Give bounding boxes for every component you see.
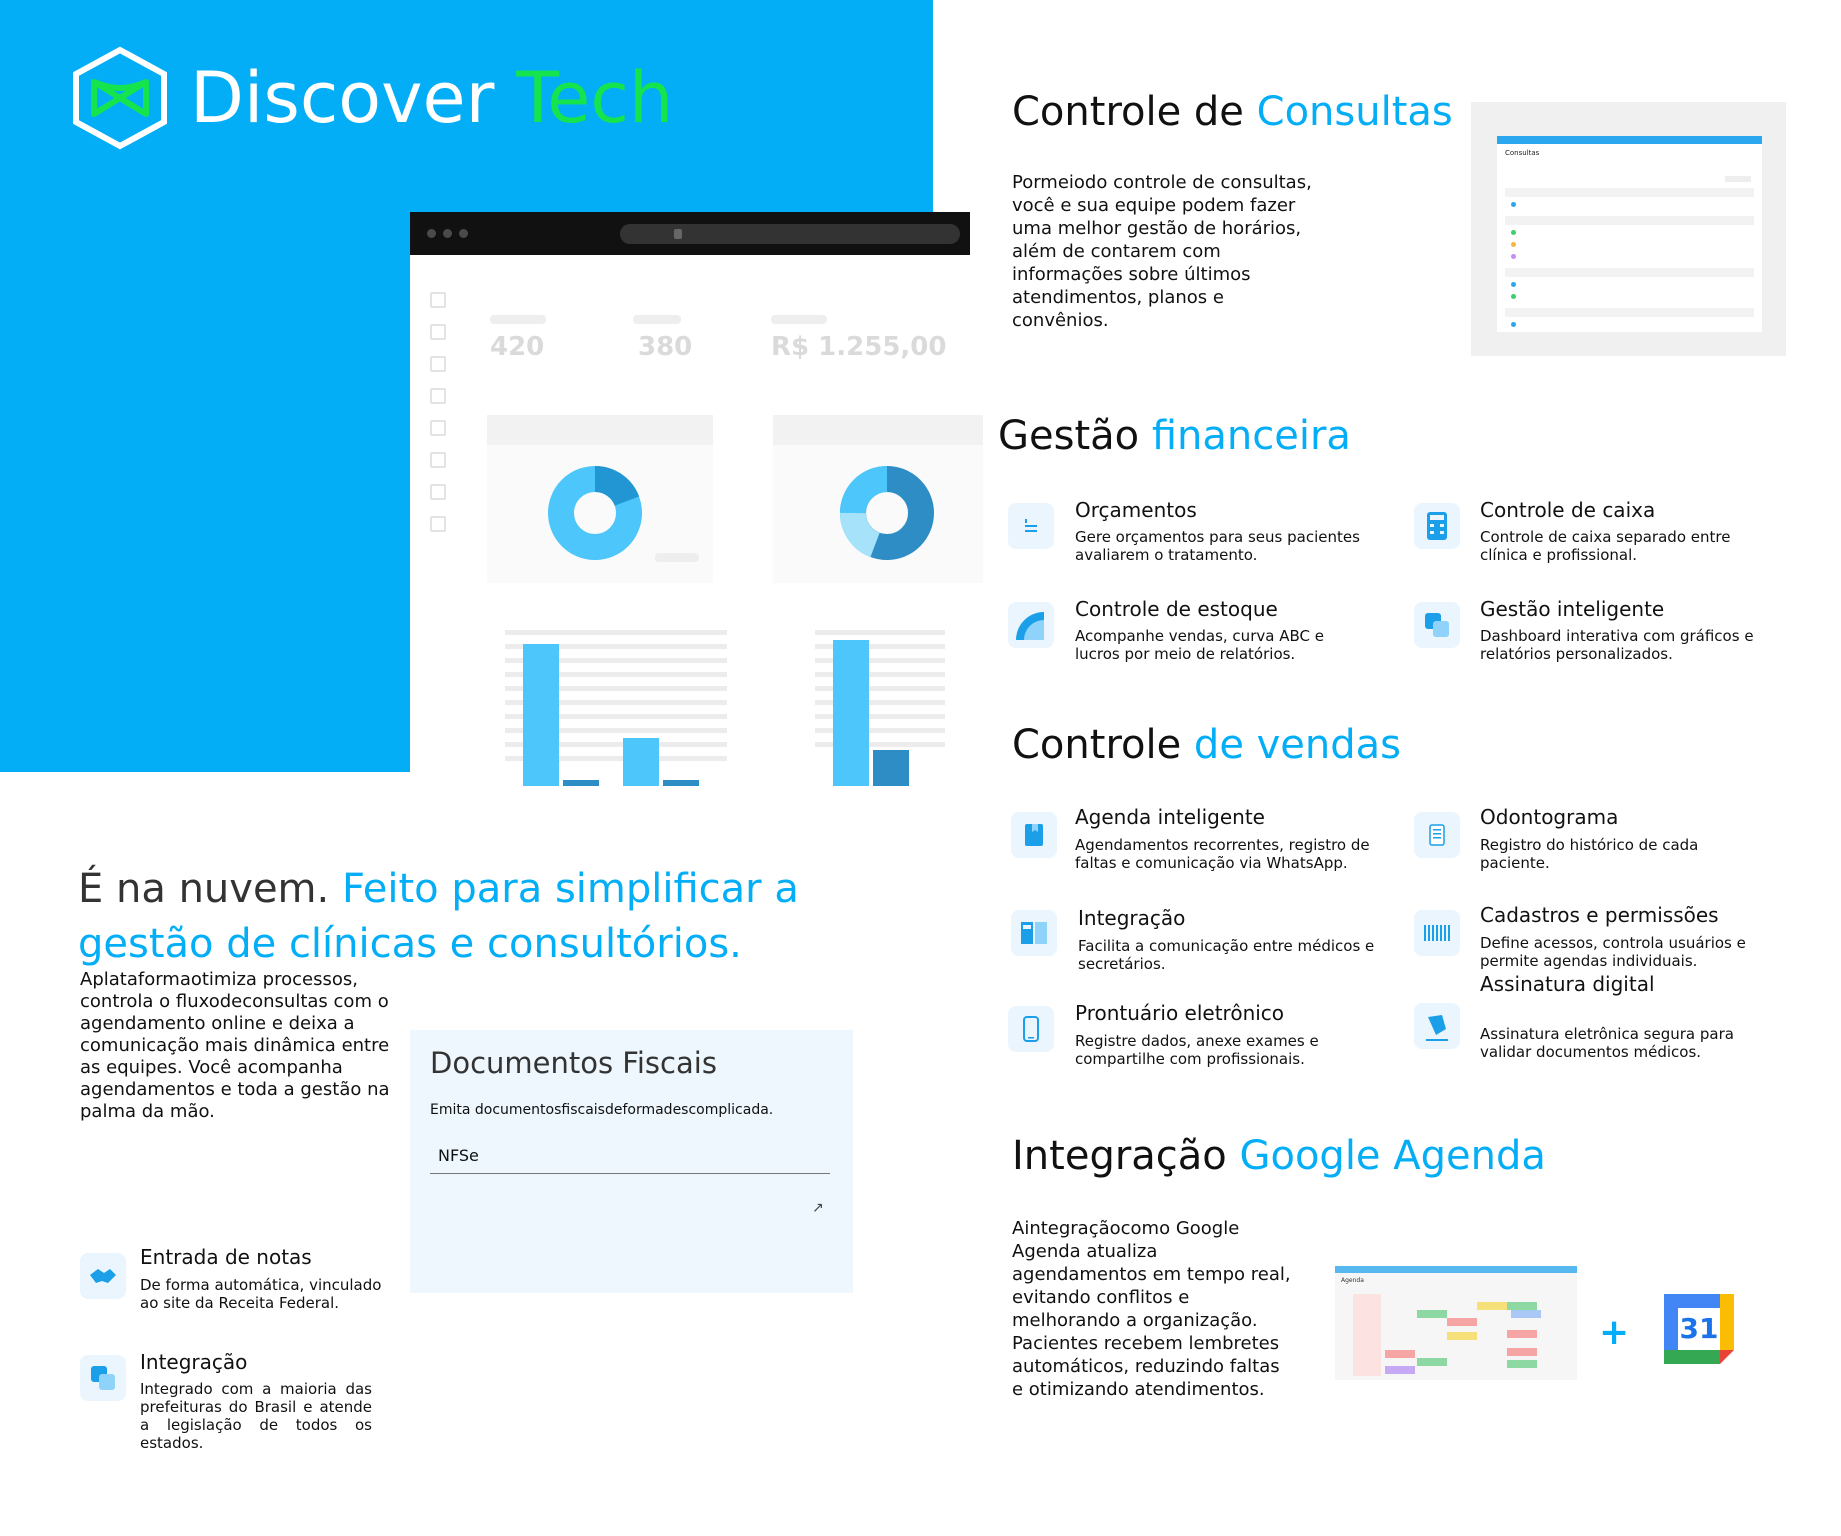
feature-title: Controle de caixa (1480, 498, 1656, 522)
grid-icon (430, 452, 446, 468)
stat-value: 420 (490, 332, 545, 362)
feature-title: Prontuário eletrônico (1075, 1001, 1285, 1025)
fiscal-subtitle: Emita documentosfiscaisdeformadescomplic… (430, 1102, 774, 1118)
panels-icon (1011, 910, 1057, 956)
feature-desc: Agendamentos recorrentes, registro de fa… (1075, 836, 1370, 872)
gauge-icon (1008, 602, 1054, 648)
feature-title: Integração (1078, 906, 1186, 930)
document-icon (1414, 812, 1460, 858)
logo-icon (73, 46, 167, 150)
bar-chart (505, 630, 727, 832)
screenshot-title: Agenda (1341, 1277, 1364, 1284)
feature-title: Agenda inteligente (1075, 805, 1265, 829)
shield-icon (430, 516, 446, 532)
bar (873, 750, 909, 786)
plus-icon: + (1599, 1312, 1630, 1353)
feature-title: Controle de estoque (1075, 597, 1278, 621)
feature-desc: Gere orçamentos para seus pacientes aval… (1075, 528, 1360, 564)
bar (833, 640, 869, 786)
google-description: Aintegraçãocomo Google Agenda atualiza a… (1012, 1218, 1291, 1400)
browser-url-bar (620, 224, 960, 244)
stat-label (633, 315, 681, 324)
consultas-heading: Controle de Consultas (1012, 89, 1453, 135)
barcode-icon (1414, 910, 1460, 956)
feature-title: Assinatura digital (1480, 972, 1655, 996)
cloud-description: Aplataformaotimiza processos, controla o… (80, 969, 390, 1122)
pen-icon (1414, 1003, 1460, 1049)
tooth-icon (430, 324, 446, 340)
stat-value: 380 (638, 332, 693, 362)
stat-label (490, 315, 546, 324)
feature-title: Orçamentos (1075, 498, 1197, 522)
window-dot-icon (459, 229, 468, 238)
feature-desc: Integrado com a maioria das prefeituras … (140, 1380, 372, 1452)
cloud-heading: É na nuvem. Feito para simplificar a ges… (78, 866, 799, 967)
money-icon (430, 356, 446, 372)
feature-title: Cadastros e permissões (1480, 903, 1719, 927)
feature-desc: Controle de caixa separado entre clínica… (1480, 528, 1731, 564)
lock-icon (674, 229, 682, 239)
screenshot-title: Consultas (1505, 149, 1540, 157)
bar (523, 644, 559, 786)
feature-title: Gestão inteligente (1480, 597, 1665, 621)
bar (663, 780, 699, 786)
bookmark-icon (1011, 812, 1057, 858)
fiscal-title: Documentos Fiscais (430, 1046, 717, 1080)
fiscal-card: Documentos Fiscais Emita documentosfisca… (410, 1030, 853, 1293)
hero-banner: Discover Tech 420 380 R$ 1.255,00 (0, 0, 983, 832)
calendar-day-number: 31 (1679, 1312, 1719, 1345)
feature-title: Odontograma (1480, 805, 1619, 829)
donut-panel (487, 415, 713, 583)
list-icon (1008, 503, 1054, 549)
financeira-heading: Gestão financeira (998, 413, 1351, 459)
window-dot-icon (443, 229, 452, 238)
brand-word-tech: Tech (516, 57, 674, 139)
feature-desc: Registre dados, anexe exames e compartil… (1075, 1032, 1319, 1068)
layers-icon (80, 1355, 126, 1401)
donut-panel-2 (773, 415, 983, 583)
pencil-icon (430, 292, 446, 308)
fiscal-document-input[interactable] (430, 1138, 830, 1174)
browser-bar (410, 212, 970, 255)
agenda-screenshot: Agenda (1335, 1266, 1577, 1380)
bar-chart-2 (815, 630, 945, 832)
layers-icon (1414, 602, 1460, 648)
phone-icon (1008, 1006, 1054, 1052)
feature-desc: Define acessos, controla usuários e perm… (1480, 934, 1746, 970)
window-dot-icon (427, 229, 436, 238)
feature-desc: Registro do histórico de cada paciente. (1480, 836, 1699, 872)
feature-desc: Acompanhe vendas, curva ABC e lucros por… (1075, 627, 1324, 663)
brand-name: Discover Tech (190, 58, 673, 138)
dashboard-mockup: 420 380 R$ 1.255,00 (410, 212, 983, 832)
feature-title: Integração (140, 1350, 248, 1374)
vendas-heading: Controle de vendas (1012, 722, 1402, 768)
donut-chart (548, 465, 642, 560)
feature-desc: De forma automática, vinculado ao site d… (140, 1276, 382, 1312)
google-calendar-icon: 31 (1662, 1292, 1736, 1366)
stat-value: R$ 1.255,00 (771, 332, 947, 362)
brand-word-discover: Discover (190, 57, 495, 139)
bar (623, 738, 659, 786)
feature-desc: Facilita a comunicação entre médicos e s… (1078, 937, 1375, 973)
consultas-screenshot: Consultas (1471, 102, 1786, 356)
feature-desc: Dashboard interativa com gráficos e rela… (1480, 627, 1754, 663)
calculator-icon (1414, 503, 1460, 549)
copy-icon (430, 388, 446, 404)
donut-chart-2 (839, 466, 934, 560)
bar (563, 780, 599, 786)
external-link-icon[interactable]: ↗ (812, 1200, 824, 1216)
mockup-sidebar (428, 292, 448, 772)
consultas-description: Pormeiodo controle de consultas, você e … (1012, 172, 1312, 331)
feature-title: Entrada de notas (140, 1245, 312, 1269)
box-icon (430, 484, 446, 500)
google-heading: Integração Google Agenda (1012, 1133, 1546, 1179)
receipt-icon (430, 420, 446, 436)
feature-desc: Assinatura eletrônica segura para valida… (1480, 1025, 1734, 1061)
handshake-icon (80, 1253, 126, 1299)
stat-label (771, 315, 827, 324)
